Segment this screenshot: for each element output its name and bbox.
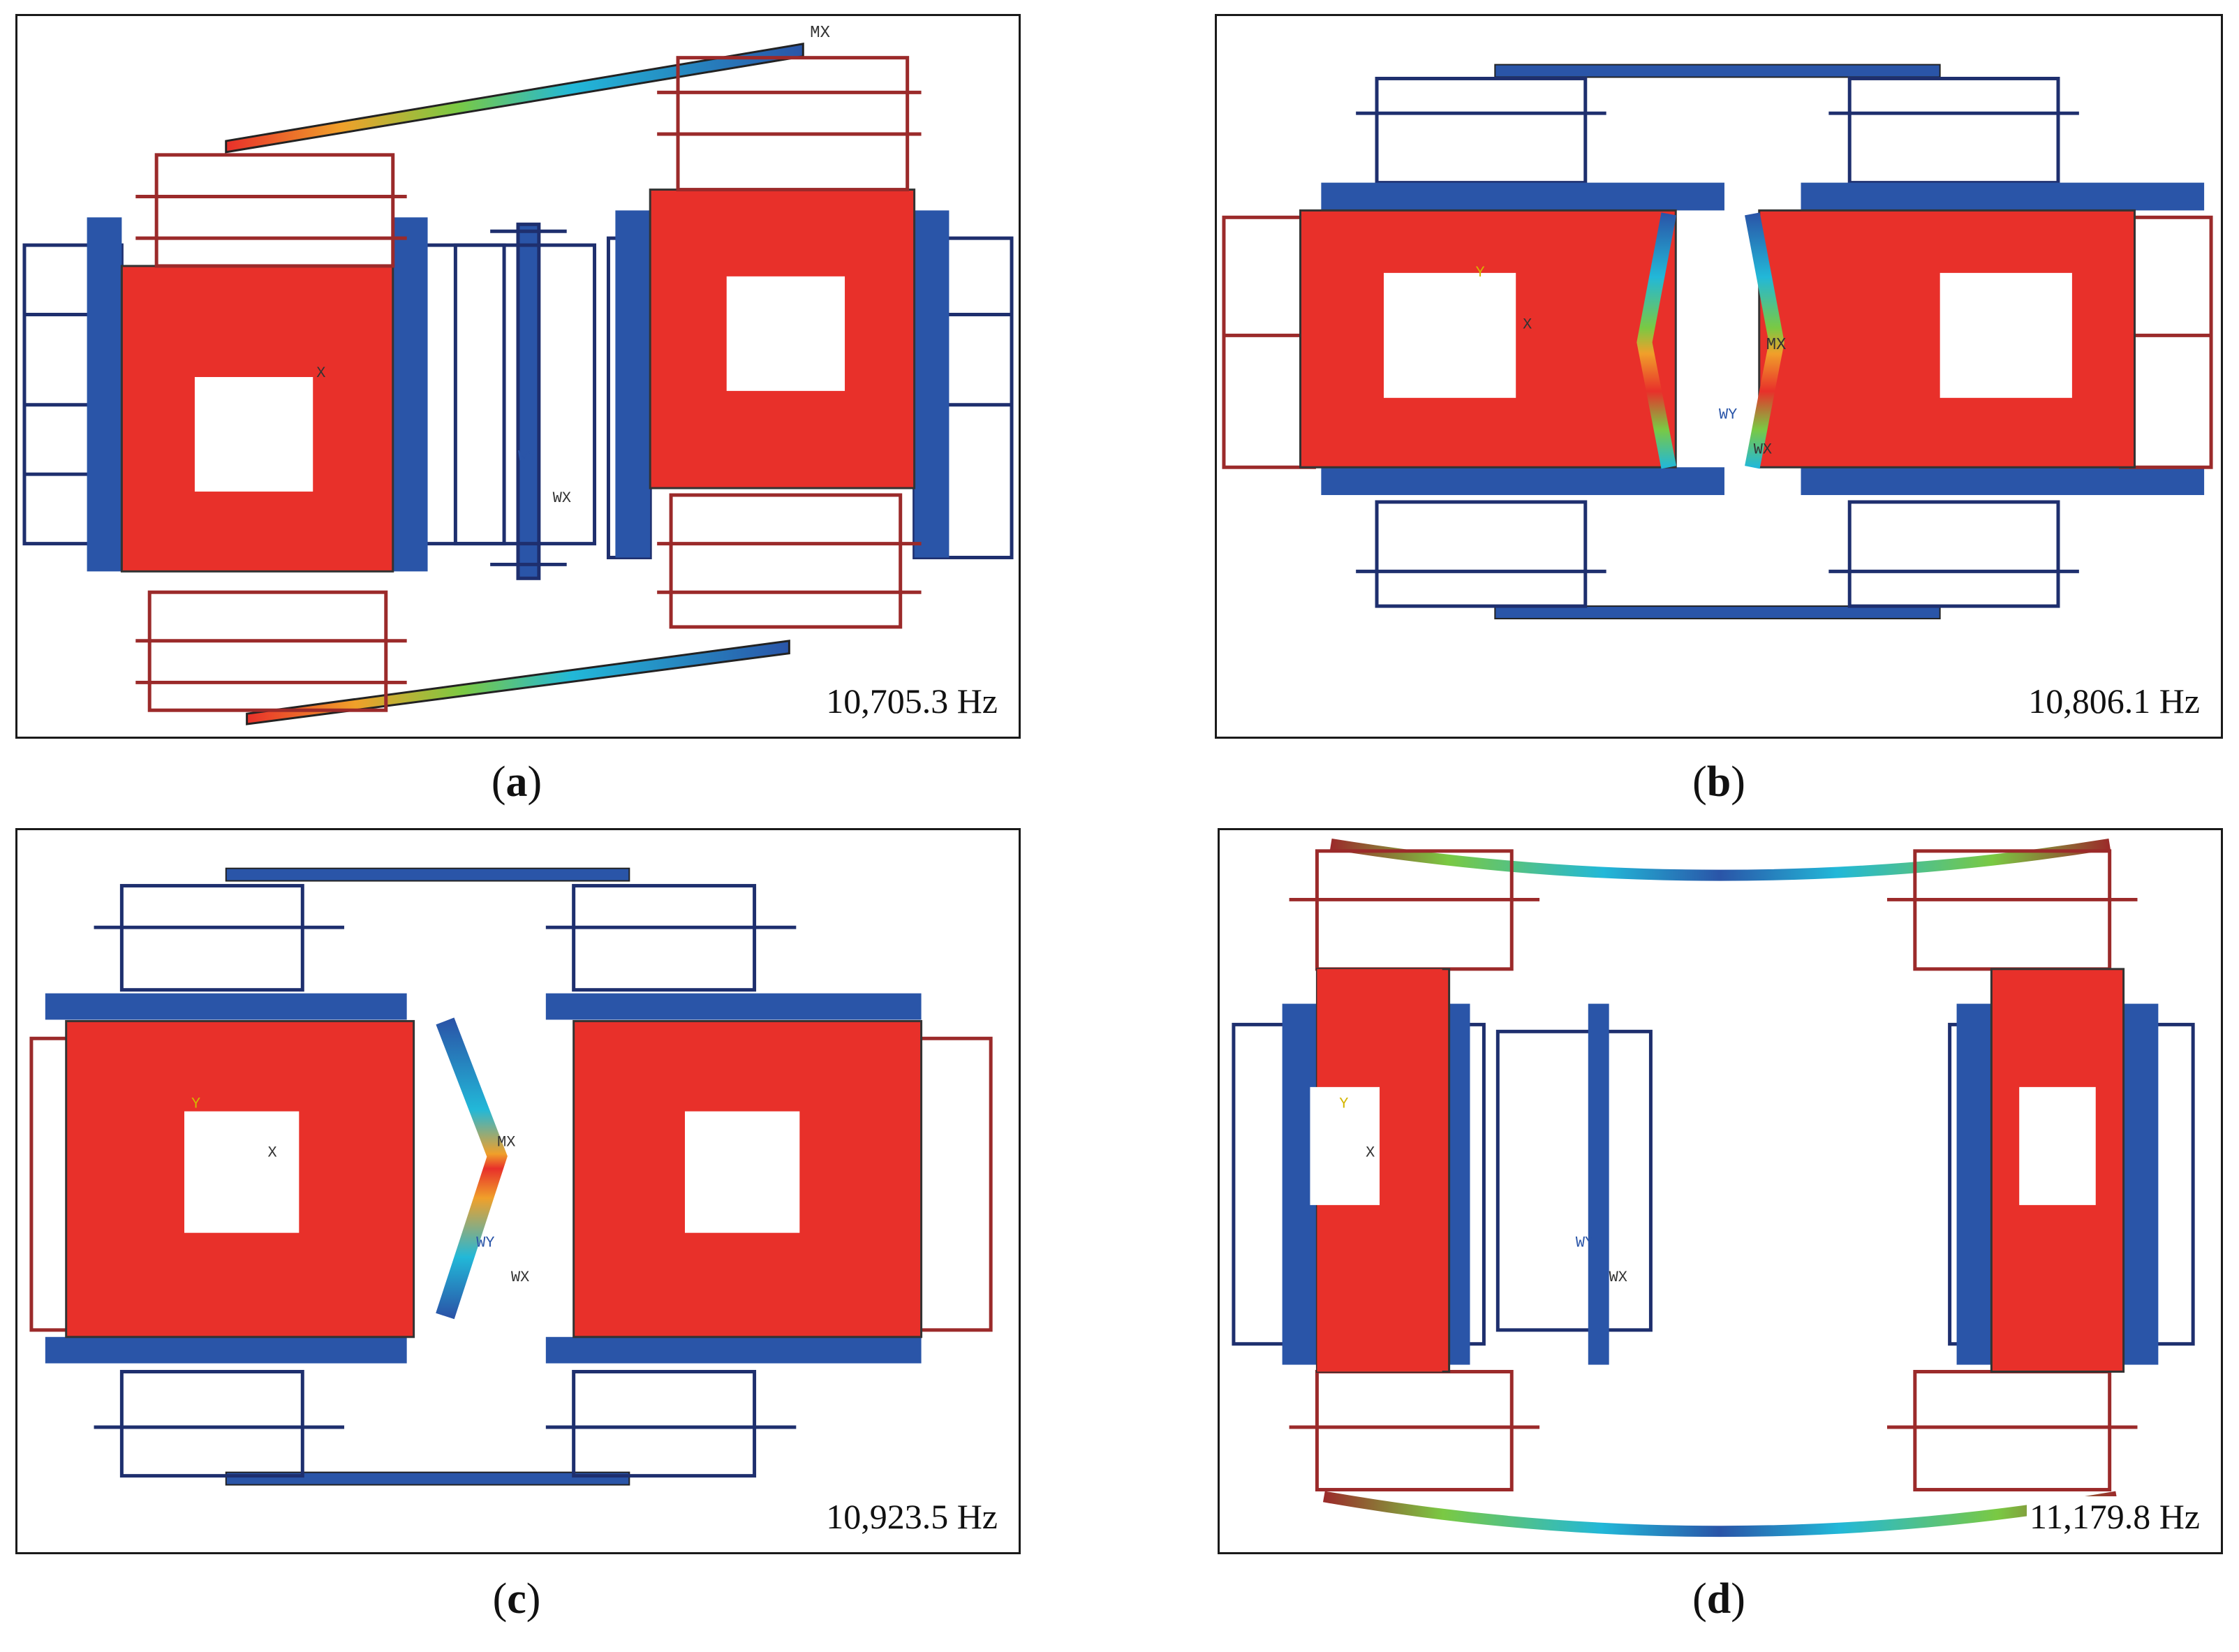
bottom-coupling-beam — [1322, 1491, 2118, 1537]
chevron-spring — [436, 1017, 508, 1320]
center-column — [453, 222, 597, 580]
panel-c: MX Y X WY WX 10,923.5 Hz — [15, 828, 1021, 1554]
left-blue-anchor-l — [87, 217, 122, 572]
right-blue-anchor-r — [914, 210, 949, 558]
marker-axis-y: Y — [191, 1096, 200, 1113]
right-blue-anchor-r — [2123, 1003, 2159, 1365]
marker-axis-x: X — [1366, 1144, 1375, 1161]
frequency-label-a: 10,705.3 Hz — [823, 681, 1000, 721]
marker-mx: MX — [497, 1133, 515, 1151]
top-coupling-beam — [1330, 839, 2111, 881]
left-mass-window — [194, 376, 313, 492]
marker-mx: MX — [1766, 336, 1787, 355]
dark-red-combs — [1289, 849, 2138, 1492]
top-coupling-beam — [225, 867, 630, 882]
marker-wx: WX — [553, 489, 571, 507]
marker-axis-y: Y — [1475, 264, 1484, 281]
panel-b: MX Y X WY WX 10,806.1 Hz — [1215, 14, 2223, 739]
diamond-spring-right — [1745, 212, 1784, 469]
frequency-label-c: 10,923.5 Hz — [823, 1496, 1000, 1537]
marker-mx: MX — [810, 24, 830, 43]
mode-shape-c: MX Y X WY WX — [29, 867, 993, 1486]
mode-shape-b: MX Y X WY WX — [1222, 64, 2213, 619]
blue-bar-tr — [1801, 182, 2205, 211]
panel-d: Y X WY WX 11,179.8 Hz — [1218, 828, 2223, 1554]
diamond-spring-left — [1636, 212, 1677, 469]
right-mass-window — [2019, 1086, 2096, 1205]
marker-wy: WY — [1719, 406, 1737, 424]
caption-d: (d) — [1692, 1575, 1745, 1623]
marker-wy: WY — [1576, 1234, 1594, 1252]
right-mass-window — [726, 276, 845, 391]
right-mass-window — [1939, 272, 2072, 398]
marker-wy: WY — [518, 448, 536, 465]
blue-bar-tl — [45, 993, 407, 1020]
marker-axis-x: X — [1523, 316, 1532, 333]
marker-axis-y: Y — [1339, 1096, 1348, 1113]
bottom-coupling-beam — [1494, 605, 1941, 619]
blue-bar-bl — [45, 1336, 407, 1364]
caption-a: (a) — [491, 758, 542, 806]
right-mass-window — [685, 1111, 800, 1233]
right-blue-anchor-l — [615, 210, 651, 558]
left-mass-window — [1310, 1086, 1380, 1205]
blue-bar-bl — [1321, 467, 1724, 496]
blue-bar-br — [1801, 467, 2205, 496]
right-blue-anchor-l — [1956, 1003, 1992, 1365]
center-column — [1588, 1003, 1609, 1365]
panel-a: MX X WY WX 10,705.3 Hz — [15, 14, 1021, 739]
blue-bar-br — [545, 1336, 922, 1364]
top-coupling-beam — [225, 43, 804, 154]
left-dark-red-combs — [135, 153, 407, 712]
marker-wx: WX — [1609, 1269, 1627, 1286]
marker-axis-x: X — [316, 364, 325, 382]
frequency-label-b: 10,806.1 Hz — [2025, 681, 2203, 721]
marker-wx: WX — [1754, 441, 1772, 458]
frequency-label-d: 11,179.8 Hz — [2027, 1496, 2203, 1537]
blue-bar-tr — [545, 993, 922, 1020]
top-coupling-beam — [1494, 64, 1941, 78]
marker-wx: WX — [511, 1269, 529, 1286]
caption-b: (b) — [1692, 758, 1745, 806]
marker-axis-x: X — [268, 1144, 277, 1161]
blue-bar-tl — [1321, 182, 1724, 211]
caption-c: (c) — [492, 1575, 541, 1623]
marker-wy: WY — [476, 1234, 494, 1252]
bottom-coupling-beam — [246, 640, 790, 725]
right-dark-red-combs — [657, 56, 922, 629]
blue-combs — [94, 884, 797, 1478]
left-blue-anchor-r — [392, 217, 428, 572]
mode-shape-d: Y X WY WX — [1232, 839, 2195, 1537]
bottom-coupling-beam — [225, 1471, 630, 1486]
left-mass-window — [1384, 272, 1516, 398]
mode-shape-a: MX X WY WX — [22, 24, 1014, 725]
left-mass-window — [184, 1111, 300, 1233]
